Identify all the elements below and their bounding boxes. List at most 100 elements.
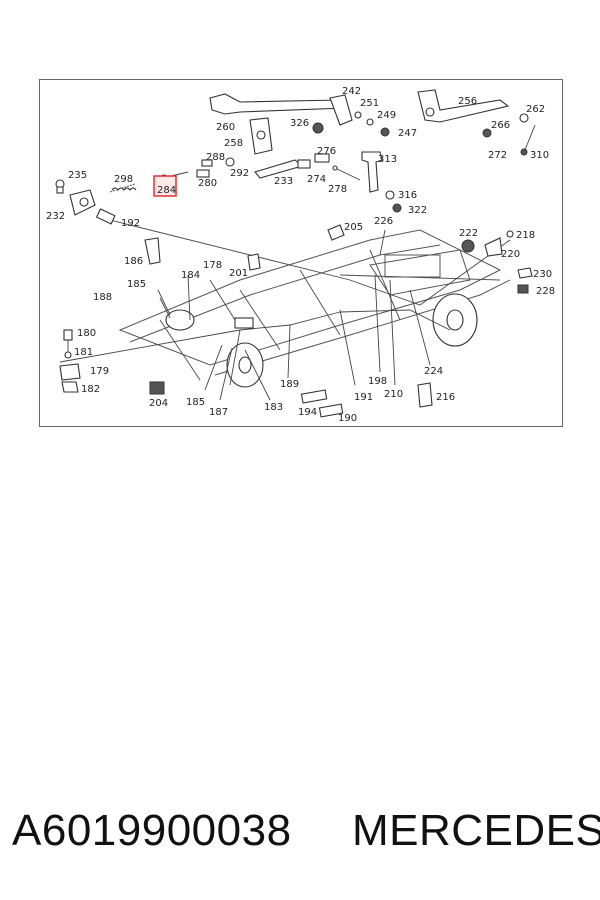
callout-210[interactable]: 210 [384,389,403,400]
callout-258[interactable]: 258 [224,138,243,149]
part-204-clip [149,381,165,395]
wheel-front [226,342,264,388]
callout-251[interactable]: 251 [360,98,379,109]
part-180-bolt [63,329,73,352]
part-number-text: A6019900038 [12,806,292,855]
callout-274[interactable]: 274 [307,174,326,185]
callout-181[interactable]: 181 [74,347,93,358]
callout-226[interactable]: 226 [374,216,393,227]
callout-198[interactable]: 198 [368,376,387,387]
part-218-screw [506,230,514,238]
brand-text: MERCEDES [352,806,600,855]
callout-256[interactable]: 256 [458,96,477,107]
leader-lines [157,229,431,401]
callout-278[interactable]: 278 [328,184,347,195]
part-310-bolt [520,124,536,156]
callout-185-upper[interactable]: 185 [127,279,146,290]
callout-298[interactable]: 298 [114,174,133,185]
callout-266[interactable]: 266 [491,120,510,131]
callout-280[interactable]: 280 [198,178,217,189]
callout-233[interactable]: 233 [274,176,293,187]
callout-216[interactable]: 216 [436,392,455,403]
callout-189[interactable]: 189 [280,379,299,390]
part-247-bolt [380,127,390,137]
wheel-rear [432,293,478,347]
part-205-clip [327,224,345,241]
callout-260[interactable]: 260 [216,122,235,133]
part-288-pin [201,159,213,167]
callout-288[interactable]: 288 [206,152,225,163]
callout-184[interactable]: 184 [181,270,200,281]
callout-326[interactable]: 326 [290,118,309,129]
callout-292[interactable]: 292 [230,168,249,179]
part-220-bracket [484,237,503,257]
part-292-nut [225,157,235,167]
part-216-bracket [417,382,433,408]
callout-185-lower[interactable]: 185 [186,397,205,408]
brake-cables [59,219,511,386]
callout-262[interactable]: 262 [526,104,545,115]
part-179-clamp [59,363,81,381]
part-232-lever-bracket [69,189,96,216]
callout-180[interactable]: 180 [77,328,96,339]
part-280-sleeve [196,169,210,178]
part-322-nut [392,203,402,213]
callout-179[interactable]: 179 [90,366,109,377]
callout-192[interactable]: 192 [121,218,140,229]
callout-249[interactable]: 249 [377,110,396,121]
part-182-clip [61,381,79,393]
callout-247[interactable]: 247 [398,128,417,139]
part-278-rod [332,165,361,181]
part-178-equalizer [234,317,254,329]
part-298-spring [109,183,137,193]
part-186-bracket [144,237,161,265]
part-190-sleeve [318,403,344,418]
callout-224[interactable]: 224 [424,366,443,377]
part-201-clip [247,253,261,271]
callout-188[interactable]: 188 [93,292,112,303]
part-181-washer [64,351,72,359]
callout-201[interactable]: 201 [229,268,248,279]
callout-204[interactable]: 204 [149,398,168,409]
part-260-handbrake-bracket [209,93,346,155]
callout-272[interactable]: 272 [488,150,507,161]
callout-316[interactable]: 316 [398,190,417,201]
part-230-clip [517,267,533,279]
part-316-nut [385,190,395,200]
callout-191[interactable]: 191 [354,392,373,403]
part-235-screw [55,179,65,194]
callout-313[interactable]: 313 [378,154,397,165]
callout-220[interactable]: 220 [501,249,520,260]
callout-230[interactable]: 230 [533,269,552,280]
callout-232[interactable]: 232 [46,211,65,222]
callout-235[interactable]: 235 [68,170,87,181]
callout-178[interactable]: 178 [203,260,222,271]
callout-182[interactable]: 182 [81,384,100,395]
part-256-lever [417,89,510,123]
part-326-nut [312,122,324,134]
part-222-nut [461,239,475,253]
callout-284[interactable]: 284 [157,185,176,196]
part-262-washer [519,113,529,123]
callout-242[interactable]: 242 [342,86,361,97]
callout-183[interactable]: 183 [264,402,283,413]
callout-190[interactable]: 190 [338,413,357,424]
part-249-washer [366,118,374,126]
part-313-lever [361,151,383,193]
part-194-sleeve [300,389,328,404]
callout-222[interactable]: 222 [459,228,478,239]
callout-228[interactable]: 228 [536,286,555,297]
callout-194[interactable]: 194 [298,407,317,418]
part-276-bushing [314,153,330,163]
callout-205[interactable]: 205 [344,222,363,233]
callout-labels: 235 298 284 232 192 260 242 251 326 249 … [46,86,555,424]
callout-322[interactable]: 322 [408,205,427,216]
part-274-bushing [297,159,311,169]
highlight-box-284 [153,175,177,197]
callout-187[interactable]: 187 [209,407,228,418]
callout-218[interactable]: 218 [516,230,535,241]
callout-310[interactable]: 310 [530,150,549,161]
callout-186[interactable]: 186 [124,256,143,267]
part-192-adjuster [95,208,116,225]
callout-276[interactable]: 276 [317,146,336,157]
